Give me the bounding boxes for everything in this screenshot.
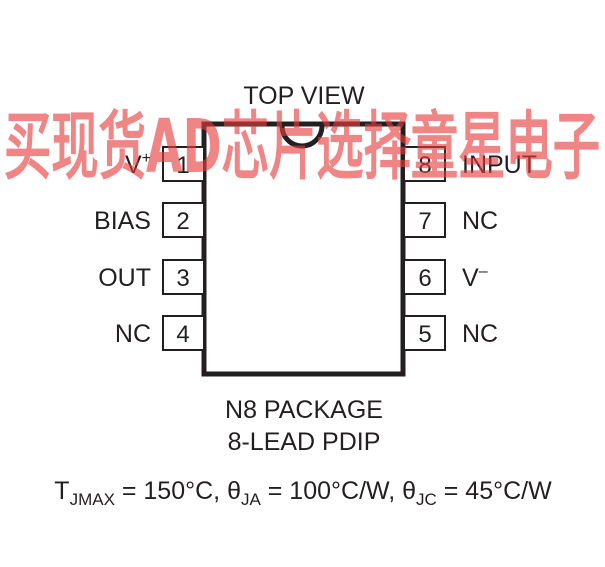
pin-5: 5 NC — [403, 315, 498, 351]
pin-number: 8 — [418, 152, 431, 179]
theta-ja-subscript: JA — [241, 490, 262, 509]
pin-number: 1 — [176, 152, 189, 179]
pin-1: 1 V+ — [125, 146, 205, 182]
ic-body — [201, 121, 406, 377]
pin-box — [403, 315, 446, 351]
thermal-specs: TJMAX = 150°C, θJA = 100°C/W, θJC = 45°C… — [54, 477, 552, 509]
right-pins: 8 INPUT 7 NC 6 V– 5 NC — [403, 146, 537, 351]
theta-jc-symbol: θ — [402, 477, 416, 505]
pin-label: INPUT — [462, 151, 537, 179]
pin-box — [162, 202, 205, 238]
pin-label: V– — [462, 263, 488, 292]
pin-number: 5 — [418, 321, 431, 348]
package-description: 8-LEAD PDIP — [228, 428, 381, 456]
pin-label: NC — [462, 320, 498, 348]
tjmax-subscript: JMAX — [70, 490, 115, 509]
pin-number: 6 — [418, 265, 431, 292]
pin-3: 3 OUT — [98, 259, 205, 295]
pin-box — [403, 202, 446, 238]
tjmax-value: = 150°C, — [115, 477, 227, 505]
pin-superscript: – — [479, 263, 488, 280]
pin1-notch — [279, 125, 325, 149]
pin-label: V+ — [125, 150, 151, 179]
pin-box — [162, 146, 205, 182]
pin-8: 8 INPUT — [403, 146, 537, 182]
pin-label: BIAS — [94, 207, 151, 235]
package-name: N8 PACKAGE — [225, 396, 383, 424]
watermark-text: 买现货AD芯片选择童星电子 — [4, 104, 600, 190]
pin-box — [403, 259, 446, 295]
theta-jc-subscript: JC — [416, 490, 437, 509]
theta-jc-value: = 45°C/W — [437, 477, 552, 505]
theta-ja-value: = 100°C/W, — [261, 477, 402, 505]
theta-ja-symbol: θ — [227, 477, 241, 505]
pin-box — [162, 259, 205, 295]
pin-label: OUT — [98, 264, 151, 292]
pin-box — [162, 315, 205, 351]
pin-number: 3 — [176, 265, 189, 292]
tjmax-symbol: T — [54, 477, 69, 505]
pin-label: NC — [115, 320, 151, 348]
pin-7: 7 NC — [403, 202, 498, 238]
top-view-label: TOP VIEW — [243, 82, 365, 110]
pin-6: 6 V– — [403, 259, 488, 295]
pin-name: V — [462, 264, 479, 292]
pin-superscript: + — [142, 150, 151, 167]
left-pins: 1 V+ 2 BIAS 3 OUT 4 NC — [94, 146, 205, 351]
pin-number: 2 — [176, 208, 189, 235]
pin-2: 2 BIAS — [94, 202, 205, 238]
pin-number: 4 — [176, 321, 189, 348]
pin-name: V — [125, 151, 142, 179]
pin-number: 7 — [418, 208, 431, 235]
pin-label: NC — [462, 207, 498, 235]
pin-box — [403, 146, 446, 182]
pin-4: 4 NC — [115, 315, 205, 351]
